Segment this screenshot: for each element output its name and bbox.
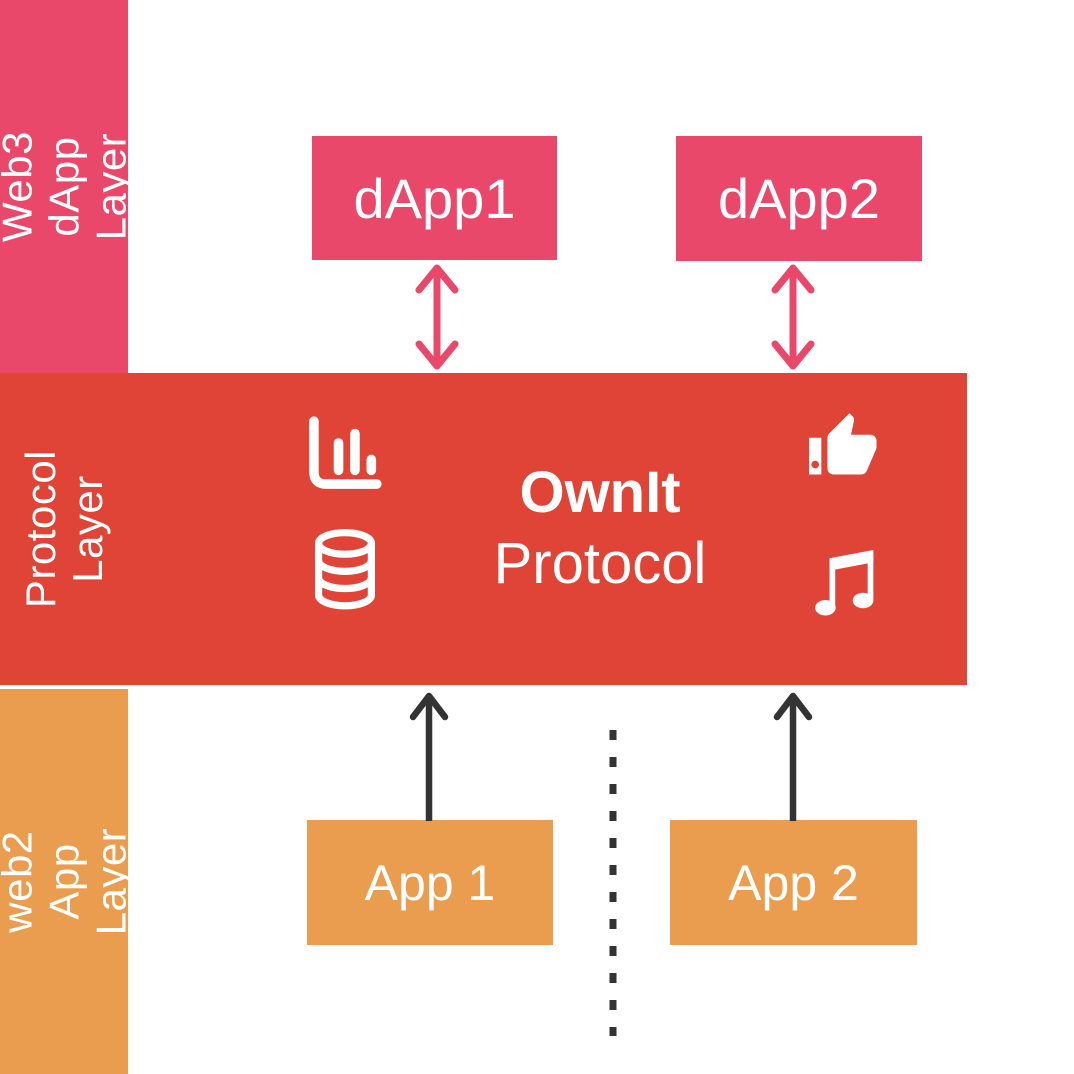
layer-band-web3: Web3 dApp Layer	[0, 0, 135, 373]
layer-label-box-web2: web2 App Layer	[0, 689, 135, 1074]
bar-chart-icon	[309, 416, 382, 489]
app1-box: App 1	[307, 820, 553, 945]
layer-label-web2: web2 App Layer	[0, 827, 135, 936]
app2-box: App 2	[670, 820, 917, 945]
layer-label-web3: Web3 dApp Layer	[0, 131, 135, 242]
dapp2-label: dApp2	[718, 167, 880, 230]
protocol-title: OwnIt Protocol	[390, 373, 810, 685]
dapp1-label: dApp1	[353, 166, 516, 230]
apps-dashed-divider	[609, 730, 617, 1036]
app2-label: App 2	[728, 854, 859, 911]
thumbs-up-icon	[809, 413, 877, 475]
music-note-icon	[815, 550, 874, 616]
layer-band-web2: web2 App Layer	[0, 689, 135, 1074]
layer-label-box-protocol: Protocol Layer	[0, 373, 128, 685]
dapp2-protocol-arrow	[771, 264, 815, 370]
dapp1-box: dApp1	[312, 136, 557, 260]
layer-band-protocol: Protocol Layer OwnIt Protocol	[0, 373, 967, 685]
app1-label: App 1	[364, 854, 496, 911]
protocol-title-name: OwnIt	[519, 460, 681, 526]
database-icon	[315, 529, 375, 610]
layer-label-protocol: Protocol Layer	[16, 449, 112, 609]
protocol-title-word: Protocol	[493, 531, 707, 596]
dapp2-box: dApp2	[676, 136, 922, 261]
app2-protocol-arrow	[773, 692, 813, 821]
layer-label-box-web3: Web3 dApp Layer	[0, 0, 135, 373]
app1-protocol-arrow	[409, 692, 449, 821]
dapp1-protocol-arrow	[415, 264, 459, 370]
